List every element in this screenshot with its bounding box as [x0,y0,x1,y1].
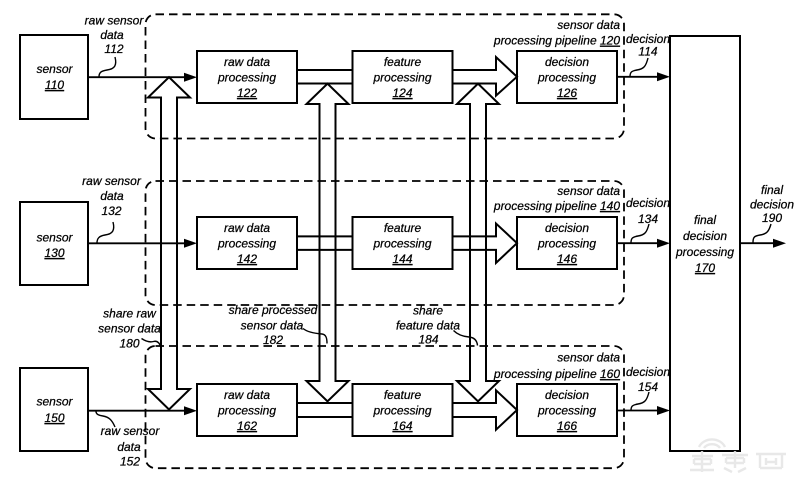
svg-text:decision: decision [545,221,589,235]
svg-text:processing: processing [217,71,276,85]
svg-text:share processed: share processed [229,303,318,317]
svg-text:162: 162 [237,419,257,433]
svg-text:final: final [761,183,783,197]
svg-text:processing: processing [537,71,596,85]
svg-text:data: data [117,440,141,454]
svg-text:processing pipeline 140: processing pipeline 140 [493,199,620,213]
svg-text:134: 134 [638,212,658,226]
svg-text:feature: feature [384,55,422,69]
svg-text:sensor data: sensor data [557,184,620,198]
svg-text:raw sensor: raw sensor [82,174,142,188]
svg-text:122: 122 [237,86,257,100]
svg-text:170: 170 [695,261,715,275]
svg-text:130: 130 [44,246,64,260]
svg-text:154: 154 [638,380,658,394]
svg-text:feature data: feature data [396,318,460,332]
svg-text:raw sensor: raw sensor [85,13,145,27]
svg-text:processing: processing [372,404,431,418]
svg-text:share raw: share raw [103,307,157,321]
svg-text:processing: processing [372,71,431,85]
svg-text:132: 132 [101,204,121,218]
svg-text:sensor: sensor [36,62,73,76]
svg-text:150: 150 [44,411,64,425]
svg-text:feature: feature [384,221,422,235]
svg-text:114: 114 [638,45,657,59]
svg-text:processing: processing [217,404,276,418]
svg-text:processing: processing [537,404,596,418]
svg-text:146: 146 [557,252,577,266]
svg-text:180: 180 [119,336,139,350]
svg-text:164: 164 [392,419,412,433]
svg-text:sensor data: sensor data [241,318,304,332]
svg-text:decision: decision [626,365,670,379]
svg-text:182: 182 [263,333,283,347]
svg-text:166: 166 [557,419,577,433]
svg-text:126: 126 [557,86,577,100]
svg-text:raw data: raw data [224,55,270,69]
svg-text:final: final [694,213,716,227]
svg-text:sensor data: sensor data [557,18,620,32]
svg-text:sensor data: sensor data [557,351,620,365]
svg-text:152: 152 [120,454,140,468]
svg-text:raw sensor: raw sensor [101,424,161,438]
svg-text:142: 142 [237,252,257,266]
svg-text:112: 112 [104,42,123,56]
svg-text:processing: processing [217,237,276,251]
svg-text:processing: processing [537,237,596,251]
svg-text:sensor: sensor [36,230,73,244]
svg-text:decision: decision [545,55,589,69]
svg-text:144: 144 [392,252,412,266]
svg-text:decision: decision [750,197,794,211]
svg-text:sensor: sensor [36,394,73,408]
svg-text:processing pipeline 160: processing pipeline 160 [493,367,620,381]
svg-text:processing: processing [675,245,734,259]
svg-text:data: data [100,28,124,42]
svg-text:sensor data: sensor data [98,322,161,336]
svg-text:share: share [413,303,443,317]
svg-text:decision: decision [626,32,670,46]
svg-text:feature: feature [384,388,422,402]
svg-text:processing pipeline 120: processing pipeline 120 [493,34,620,48]
svg-text:decision: decision [683,229,727,243]
svg-text:raw data: raw data [224,388,270,402]
svg-text:processing: processing [372,237,431,251]
svg-text:decision: decision [626,196,670,210]
svg-text:data: data [100,189,124,203]
svg-text:190: 190 [762,211,782,225]
svg-text:124: 124 [392,86,412,100]
svg-text:110: 110 [45,78,64,92]
svg-text:184: 184 [418,333,438,347]
svg-text:decision: decision [545,388,589,402]
svg-text:raw data: raw data [224,221,270,235]
